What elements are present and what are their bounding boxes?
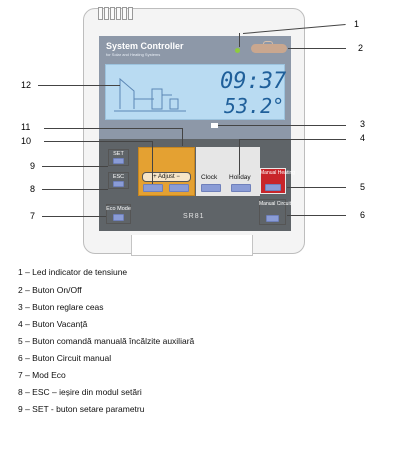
- callout-line-8: [42, 189, 108, 190]
- callout-line-2: [288, 48, 346, 49]
- callout-line-12: [38, 85, 120, 86]
- callout-line-11: [44, 128, 182, 129]
- callout-10: 10: [21, 136, 32, 146]
- callout-line-5: [287, 187, 346, 188]
- vent-slot: [104, 7, 109, 20]
- lcd-system-diagram-icon: [114, 77, 186, 112]
- model-label: SR81: [183, 213, 205, 220]
- callout-12: 12: [21, 80, 32, 90]
- legend-item: 1 – Led indicator de tensiune: [18, 267, 128, 277]
- vent-slot: [122, 7, 127, 20]
- esc-button[interactable]: [113, 181, 124, 187]
- esc-label: ESC: [112, 174, 125, 180]
- adjust-label-pill: + Adjust −: [142, 172, 191, 182]
- manual-circuit-button-frame: [259, 199, 286, 225]
- manual-circuit-button[interactable]: [266, 215, 279, 222]
- device-subtitle: for Solar and Heating Systems: [106, 52, 161, 57]
- device-stand: [131, 235, 253, 256]
- adjust-label: Adjust: [157, 174, 175, 180]
- lcd-display: 09:37 53.2°: [105, 64, 287, 120]
- callout-line-9: [42, 166, 108, 167]
- holiday-button[interactable]: [231, 184, 251, 192]
- legend-item: 8 – ESC – ieșire din modul setări: [18, 387, 142, 397]
- set-button[interactable]: [113, 158, 124, 164]
- callout-5: 5: [360, 182, 366, 192]
- callout-3: 3: [360, 119, 366, 129]
- manual-heating-label: Manual Heating: [260, 170, 296, 176]
- callout-line-3: [218, 125, 346, 126]
- manual-circuit-label: Manual Circuit: [259, 201, 291, 207]
- callout-2: 2: [358, 43, 364, 53]
- vent-slot: [128, 7, 133, 20]
- holiday-label: Holiday: [229, 174, 251, 181]
- callout-4: 4: [360, 133, 366, 143]
- adjust-plus-button[interactable]: [143, 184, 163, 192]
- vent-slot: [116, 7, 121, 20]
- set-button-frame: [108, 149, 129, 166]
- esc-button-frame: [108, 172, 129, 189]
- callout-line-6: [287, 215, 346, 216]
- power-led-icon: [235, 48, 240, 53]
- callout-7: 7: [30, 211, 36, 221]
- plus-icon: +: [153, 174, 157, 180]
- callout-1: 1: [354, 19, 360, 29]
- legend-item: 5 – Buton comandă manuală încălzite auxi…: [18, 336, 195, 346]
- legend-item: 6 – Buton Circuit manual: [18, 353, 112, 363]
- eco-mode-button-frame: [106, 204, 131, 224]
- callout-line-10b: [152, 141, 153, 184]
- manual-heating-button[interactable]: [265, 184, 281, 191]
- legend-item: 4 – Buton Vacanță: [18, 319, 88, 329]
- clock-label: Clock: [201, 174, 218, 181]
- callout-9: 9: [30, 161, 36, 171]
- eco-mode-label: Eco Mode: [106, 206, 131, 212]
- adjust-minus-button[interactable]: [169, 184, 189, 192]
- light-sensor: [211, 123, 218, 128]
- legend-item: 3 – Buton reglare ceas: [18, 302, 104, 312]
- vent-slot: [98, 7, 103, 20]
- legend-item: 2 – Buton On/Off: [18, 285, 82, 295]
- callout-line-1b: [239, 33, 240, 47]
- vent-slot: [110, 7, 115, 20]
- device-title: System Controller: [106, 41, 184, 51]
- power-symbol-icon: [263, 41, 273, 46]
- minus-icon: −: [176, 174, 180, 180]
- legend-item: 7 – Mod Eco: [18, 370, 66, 380]
- callout-line-7: [42, 216, 106, 217]
- callout-line-10: [44, 141, 152, 142]
- legend-item: 9 – SET - buton setare parametru: [18, 404, 145, 414]
- clock-button[interactable]: [201, 184, 221, 192]
- callout-line-4: [239, 139, 346, 140]
- callout-line-11b: [182, 128, 183, 146]
- callout-8: 8: [30, 184, 36, 194]
- lcd-time: 09:37: [220, 69, 287, 94]
- callout-11: 11: [21, 122, 31, 132]
- set-label: SET: [113, 151, 124, 157]
- lcd-temperature: 53.2°: [224, 94, 285, 118]
- callout-line-4b: [239, 139, 240, 175]
- eco-mode-button[interactable]: [113, 214, 124, 221]
- on-off-button[interactable]: [251, 44, 287, 53]
- callout-6: 6: [360, 210, 366, 220]
